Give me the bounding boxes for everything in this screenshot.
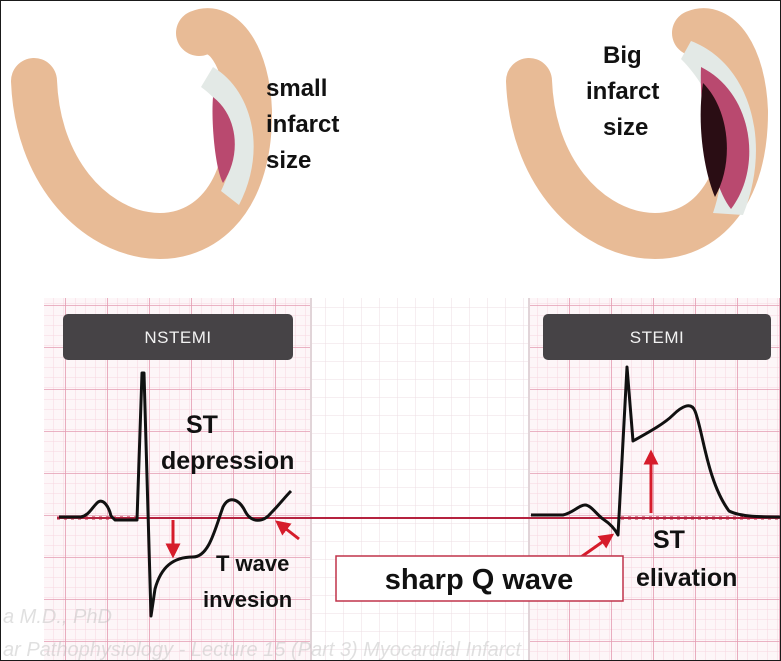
small-infarct-label: small infarct size [266,75,346,174]
heart-small-infarct [34,31,254,236]
stemi-badge-text: STEMI [630,328,684,347]
big-infarct-label: Big infarct size [586,42,666,141]
center-grid [312,298,528,661]
q-wave-label: sharp Q wave [385,564,574,596]
nstemi-badge-text: NSTEMI [144,328,211,347]
